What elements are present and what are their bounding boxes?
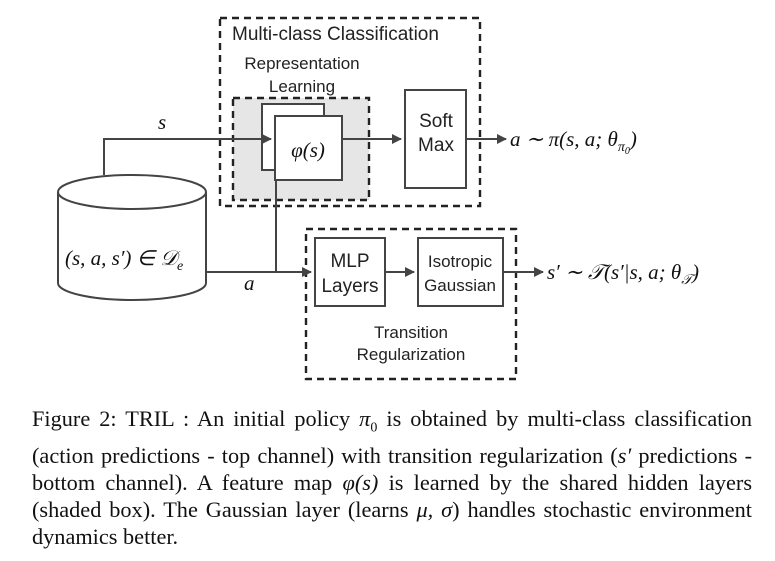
isotropic-gaussian-box — [417, 237, 504, 307]
softmax-label-line1: Soft — [419, 111, 454, 132]
softmax-box — [404, 89, 467, 189]
softmax-label-line2: Max — [418, 135, 454, 156]
representation-learning-label-line1: Representation — [244, 54, 359, 73]
transition-output-label: s′ ∼ 𝒯(s′|s, a; θ𝒯) — [547, 260, 699, 288]
feature-map-phi-label: φ(s) — [291, 138, 325, 162]
policy-output-label: a ∼ π(s, a; θπ0) — [510, 127, 637, 157]
dataset-label: (s, a, s′) ∈ 𝒟e — [65, 246, 183, 274]
multiclass-classification-group — [218, 16, 482, 208]
state-input-arrow — [103, 134, 272, 175]
feature-map-front-box — [274, 115, 343, 181]
tril-architecture-diagram: Multi-class Classification Representatio… — [57, 16, 699, 381]
action-input-label: a — [244, 271, 255, 295]
figure-caption: Figure 2: TRIL : An initial policy π0 is… — [32, 406, 752, 550]
isotropic-gaussian-label-line1: Isotropic — [428, 252, 493, 271]
dataset-cylinder-top — [57, 174, 207, 210]
mlp-layers-label-line2: Layers — [321, 276, 378, 297]
mlp-layers-label-line1: MLP — [330, 251, 369, 272]
isotropic-gaussian-label-line2: Gaussian — [424, 276, 496, 295]
representation-learning-label-line2: Learning — [269, 77, 335, 96]
multiclass-classification-title: Multi-class Classification — [232, 24, 439, 45]
transition-regularization-label-line2: Regularization — [357, 345, 466, 364]
transition-regularization-label-line1: Transition — [374, 323, 448, 342]
mlp-layers-box — [314, 237, 386, 307]
dataset-cylinder-body — [57, 192, 207, 301]
state-input-label: s — [158, 110, 166, 134]
